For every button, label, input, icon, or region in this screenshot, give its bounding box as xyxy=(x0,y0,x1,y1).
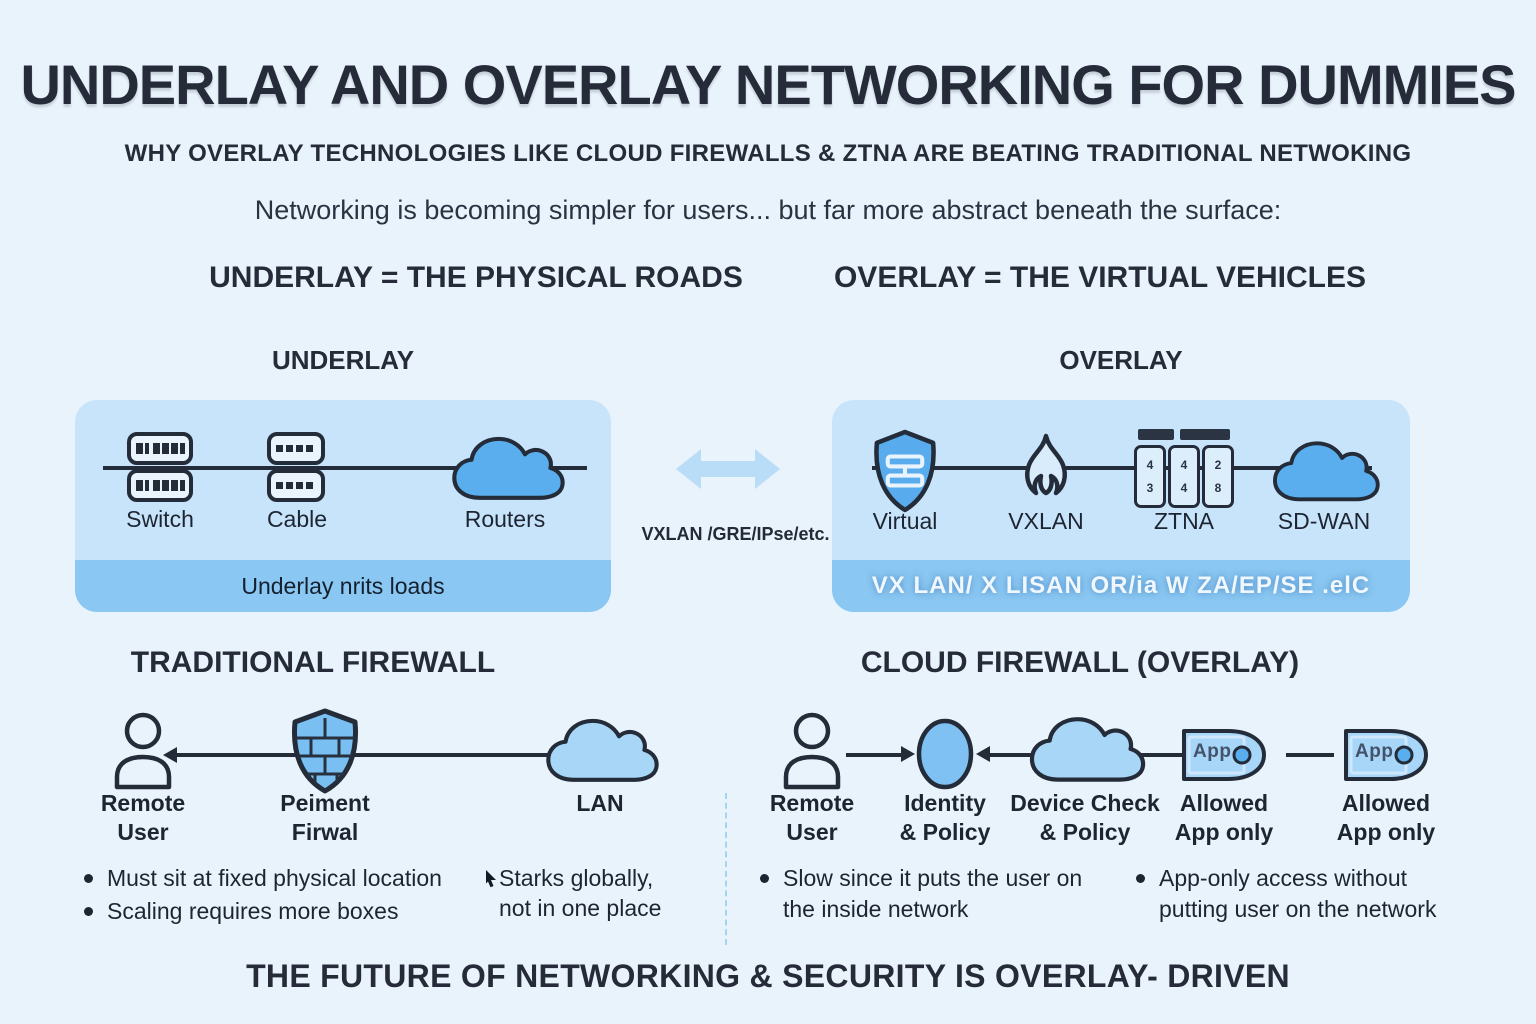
connector-line xyxy=(846,753,908,757)
connector-line xyxy=(989,753,1039,757)
cloud-icon xyxy=(452,436,565,500)
traditional-line xyxy=(176,753,602,757)
cloud-icon xyxy=(1273,441,1380,502)
allowed-app-label: Allowed App only xyxy=(1174,790,1274,845)
identity-policy-label: Identity & Policy xyxy=(899,790,991,845)
traditional-heading: TRADITIONAL FIREWALL xyxy=(130,646,496,679)
bullet-dot xyxy=(84,907,93,916)
underlay-panel-label: UNDERLAY xyxy=(271,345,415,375)
rack-unit: 2 8 xyxy=(1202,445,1234,508)
person-icon xyxy=(114,712,172,790)
remote-user-label: Remote User xyxy=(769,790,855,845)
bullet-dot xyxy=(760,874,769,883)
app-pill-text: App xyxy=(1193,741,1232,762)
section-divider xyxy=(725,793,727,945)
perimeter-firewall-label: Peiment Firwal xyxy=(280,790,370,845)
app-pill-text: App xyxy=(1355,741,1394,762)
cloud-icon xyxy=(1029,717,1146,782)
rack-digit: 8 xyxy=(1214,481,1222,496)
remote-user-label: Remote User xyxy=(100,790,186,845)
line-arrowhead xyxy=(976,746,990,762)
connector-line xyxy=(1140,753,1186,757)
page-subtitle: WHY OVERLAY TECHNOLOGIES LIKE CLOUD FIRE… xyxy=(124,140,1412,167)
cursor-icon xyxy=(486,870,496,888)
app-pill-icon xyxy=(1344,729,1428,781)
rack-unit: 4 4 xyxy=(1168,445,1200,508)
ztna-label: ZTNA xyxy=(1153,508,1215,534)
virtual-label: Virtual xyxy=(872,508,938,534)
rack-digit: 3 xyxy=(1146,481,1154,496)
flame-icon xyxy=(1025,433,1067,496)
footer-tagline: THE FUTURE OF NETWORKING & SECURITY IS O… xyxy=(246,958,1290,994)
identity-ellipse-icon xyxy=(916,718,974,790)
allowed-app-label: Allowed App only xyxy=(1336,790,1436,845)
overlay-band-text: VX LAN/ X LISAN OR/ia W ZA/EP/SE .elC xyxy=(871,572,1371,599)
bullet-dot xyxy=(84,874,93,883)
connector-line xyxy=(1286,753,1334,757)
rack-unit: 4 3 xyxy=(1134,445,1166,508)
page-title: UNDERLAY AND OVERLAY NETWORKING FOR DUMM… xyxy=(20,53,1516,116)
rack-digit: 4 xyxy=(1146,457,1154,472)
app-pill-icon xyxy=(1182,729,1266,781)
rack-digit: 4 xyxy=(1180,481,1188,496)
overlay-band: VX LAN/ X LISAN OR/ia W ZA/EP/SE .elC xyxy=(832,560,1410,612)
underlay-connector-line xyxy=(103,466,587,470)
rack-icon: 4 3 4 4 2 8 xyxy=(1132,428,1236,508)
switch-icon xyxy=(127,432,193,502)
overlay-panel-label: OVERLAY xyxy=(1059,345,1183,375)
bridge-label: VXLAN /GRE/IPse/etc. xyxy=(641,524,830,544)
rack-digit: 4 xyxy=(1180,457,1188,472)
cloud-firewall-heading: CLOUD FIREWALL (OVERLAY) xyxy=(860,646,1300,679)
bullet-dot xyxy=(1136,874,1145,883)
person-icon xyxy=(783,712,841,790)
rack-top-bar xyxy=(1138,429,1174,440)
cable-label: Cable xyxy=(266,506,328,532)
cloud-icon xyxy=(546,718,659,782)
line-arrowhead xyxy=(163,747,177,763)
cloud-bullet: App-only access without putting user on … xyxy=(1136,863,1476,925)
switch-label: Switch xyxy=(126,506,194,532)
page-tagline: Networking is becoming simpler for users… xyxy=(254,195,1282,225)
rack-top-bar xyxy=(1180,429,1230,440)
line-arrowhead xyxy=(901,746,915,762)
double-arrow-icon xyxy=(676,449,780,489)
traditional-bullet: Must sit at fixed physical location xyxy=(84,863,524,894)
vxlan-label: VXLAN xyxy=(1008,508,1084,534)
underlay-panel: Switch Cable Routers Underlay nrits load… xyxy=(75,400,611,612)
cable-icon xyxy=(267,432,325,502)
device-check-label: Device Check & Policy xyxy=(1010,790,1160,845)
brick-firewall-icon xyxy=(291,708,359,794)
overlay-connector-line xyxy=(872,466,1372,470)
rack-digit: 2 xyxy=(1214,457,1222,472)
sdwan-label: SD-WAN xyxy=(1277,508,1371,534)
routers-label: Routers xyxy=(464,506,546,532)
underlay-column-heading: UNDERLAY = THE PHYSICAL ROADS xyxy=(209,261,743,294)
shield-icon xyxy=(874,429,936,513)
underlay-band-text: Underlay nrits loads xyxy=(241,572,445,599)
global-note: Starks globally, not in one place xyxy=(484,863,724,923)
underlay-band: Underlay nrits loads xyxy=(75,560,611,612)
lan-label: LAN xyxy=(576,790,624,816)
traditional-bullet: Scaling requires more boxes xyxy=(84,896,524,927)
overlay-column-heading: OVERLAY = THE VIRTUAL VEHICLES xyxy=(833,261,1367,294)
cloud-bullet: Slow since it puts the user on the insid… xyxy=(760,863,1130,925)
overlay-panel: 4 3 4 4 2 8 Virtual VXLAN ZTNA SD-WAN VX… xyxy=(832,400,1410,612)
